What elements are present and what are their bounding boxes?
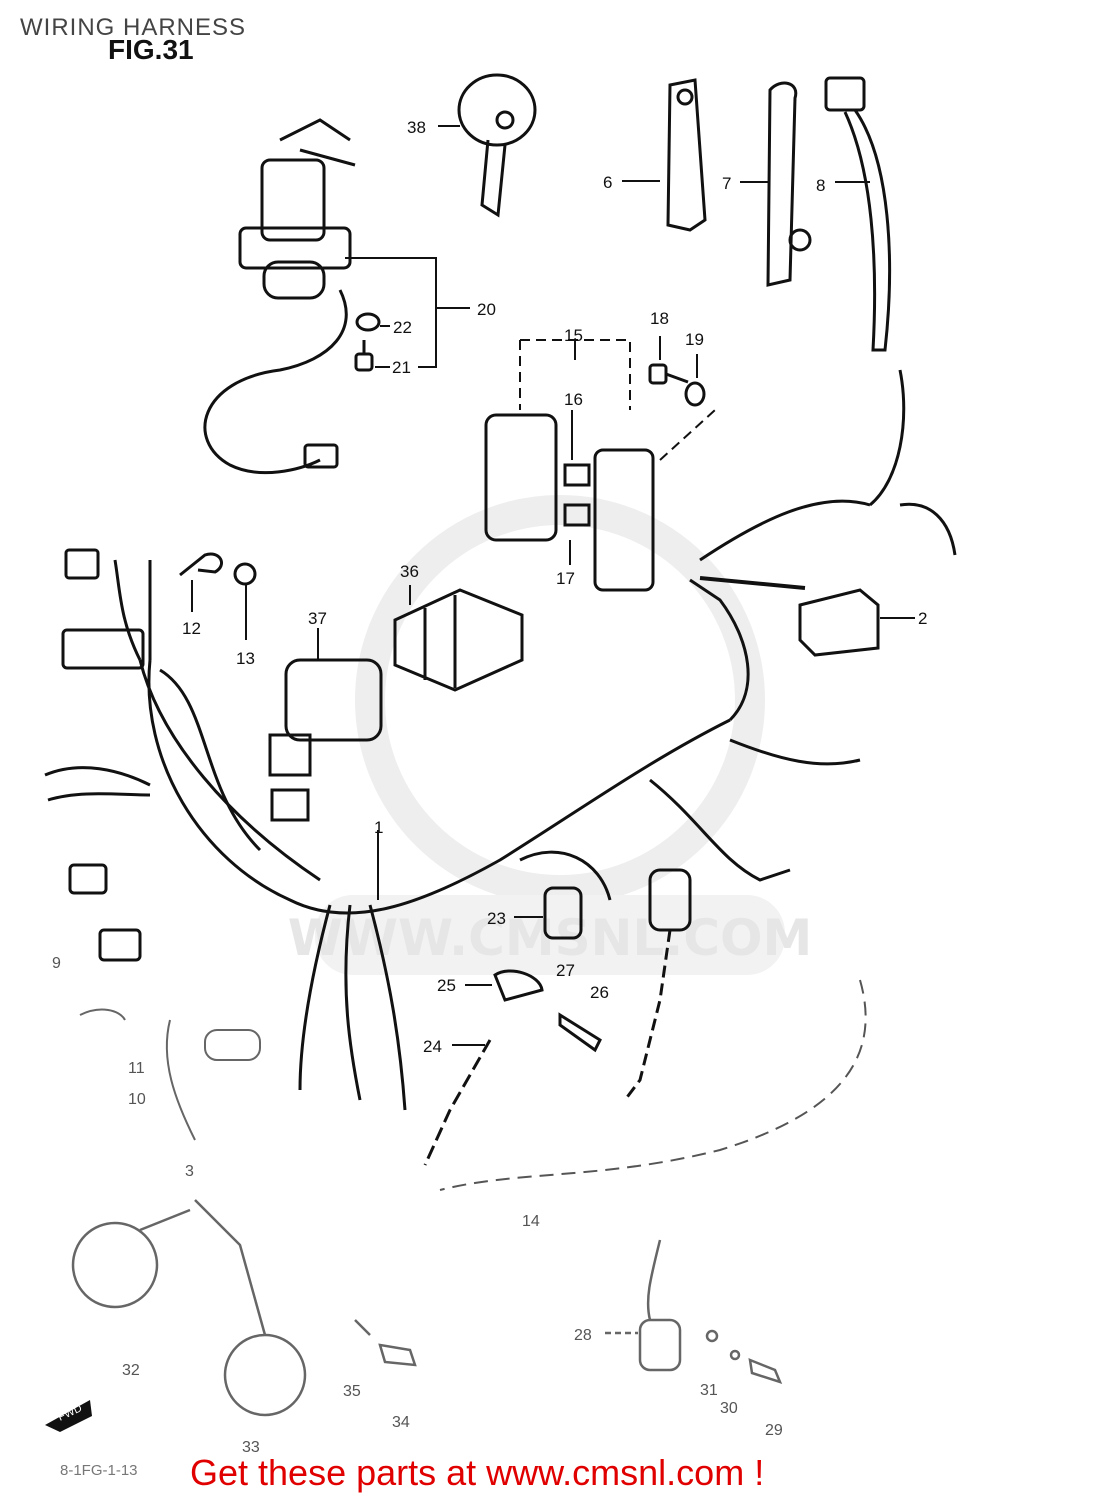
rectifier-37 xyxy=(268,628,383,822)
callout-14: 14 xyxy=(522,1213,540,1230)
band-8 xyxy=(824,76,892,352)
callout-10: 10 xyxy=(128,1091,146,1108)
callout-29: 29 xyxy=(765,1422,783,1439)
callout-20: 20 xyxy=(477,300,496,319)
callout-2: 2 xyxy=(918,609,927,628)
coupler-25 xyxy=(465,969,544,1002)
condenser-27 xyxy=(623,868,692,1101)
screw-13 xyxy=(233,562,257,640)
figure-title: FIG.31 xyxy=(108,34,194,65)
callout-11: 11 xyxy=(128,1060,145,1077)
clip-12 xyxy=(179,552,223,612)
terminal-24 xyxy=(423,1039,492,1166)
bolt-26 xyxy=(558,1012,602,1053)
callout-12: 12 xyxy=(182,619,201,638)
grommet-22 xyxy=(355,312,390,332)
callout-28: 28 xyxy=(574,1327,592,1344)
callout-1: 1 xyxy=(374,818,383,837)
callout-27: 27 xyxy=(556,961,575,980)
callout-24: 24 xyxy=(423,1037,442,1056)
callout-7: 7 xyxy=(722,174,731,193)
switch-23 xyxy=(514,886,583,940)
bracket-20 xyxy=(345,257,470,368)
parts-link-banner[interactable]: Get these parts at www.cmsnl.com ! xyxy=(190,1452,765,1493)
coupler-cover-2 xyxy=(798,588,915,657)
horn-33 xyxy=(194,1199,307,1417)
washer-19 xyxy=(684,354,706,407)
callout-16: 16 xyxy=(564,390,583,409)
fwd-arrow: FWD xyxy=(45,1400,92,1432)
callout-31: 31 xyxy=(700,1382,718,1399)
screw-29-31 xyxy=(705,1329,783,1385)
callout-9: 9 xyxy=(52,955,61,972)
callout-35: 35 xyxy=(343,1383,361,1400)
callout-36: 36 xyxy=(400,562,419,581)
callout-22: 22 xyxy=(393,318,412,337)
callout-18: 18 xyxy=(650,309,669,328)
callout-13: 13 xyxy=(236,649,255,668)
callout-19: 19 xyxy=(685,330,704,349)
bolt-18 xyxy=(648,336,689,385)
callout-3: 3 xyxy=(185,1163,194,1180)
cable-14 xyxy=(439,979,867,1191)
callout-6: 6 xyxy=(603,173,612,192)
horn-32 xyxy=(71,1208,191,1309)
callout-17: 17 xyxy=(556,569,575,588)
callout-21: 21 xyxy=(392,358,411,377)
clamp-6 xyxy=(622,78,707,232)
key-38 xyxy=(438,73,537,218)
screw-21 xyxy=(354,340,390,372)
connector-bundle-9 xyxy=(44,766,151,962)
callout-25: 25 xyxy=(437,976,456,995)
callout-32: 32 xyxy=(122,1362,140,1379)
bolt-34-35 xyxy=(354,1319,417,1367)
callout-34: 34 xyxy=(392,1414,410,1431)
callout-30: 30 xyxy=(720,1400,738,1417)
clamp-7 xyxy=(740,81,812,287)
regulator-36 xyxy=(393,585,524,692)
callout-23: 23 xyxy=(487,909,506,928)
ignition-switch-assembly xyxy=(203,118,356,475)
callout-15: 15 xyxy=(564,326,583,345)
callout-33: 33 xyxy=(242,1439,260,1456)
sensor-28 xyxy=(605,1239,682,1372)
headlight-connectors xyxy=(79,1008,261,1141)
callout-8: 8 xyxy=(816,176,825,195)
relay-assembly-15 xyxy=(484,339,716,592)
part-callouts: 38 6 7 8 20 22 21 15 18 19 16 17 36 2 37… xyxy=(52,118,927,1456)
page-title: WIRING HARNESS xyxy=(20,14,247,41)
figure-code: 8-1FG-1-13 xyxy=(60,1462,138,1479)
main-wiring-harness-1 xyxy=(61,369,957,1111)
callout-38: 38 xyxy=(407,118,426,137)
callout-26: 26 xyxy=(590,983,609,1002)
callout-37: 37 xyxy=(308,609,327,628)
